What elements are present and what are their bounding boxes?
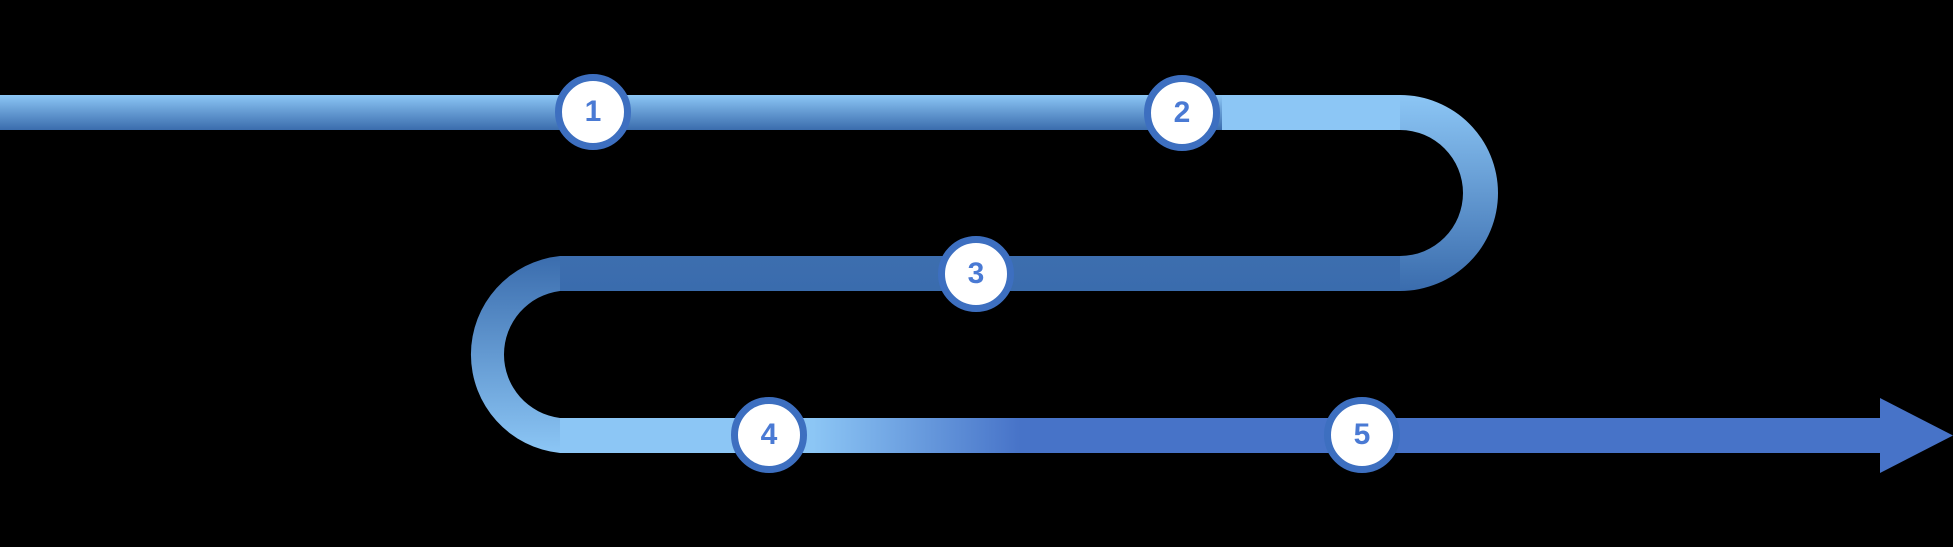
flow-bend-right xyxy=(1400,95,1498,291)
step-marker-5-label: 5 xyxy=(1353,418,1371,451)
step-marker-4[interactable]: 4 xyxy=(731,397,807,473)
step-marker-2-label: 2 xyxy=(1173,96,1191,129)
step-marker-2[interactable]: 2 xyxy=(1144,75,1220,151)
flow-arrowhead xyxy=(1880,398,1953,473)
flow-bend-left xyxy=(470,256,560,453)
step-marker-5[interactable]: 5 xyxy=(1324,397,1400,473)
step-marker-4-label: 4 xyxy=(760,418,778,451)
step-marker-3[interactable]: 3 xyxy=(938,236,1014,312)
step-marker-1[interactable]: 1 xyxy=(555,74,631,150)
step-marker-3-label: 3 xyxy=(967,257,985,290)
step-marker-1-label: 1 xyxy=(584,95,602,128)
